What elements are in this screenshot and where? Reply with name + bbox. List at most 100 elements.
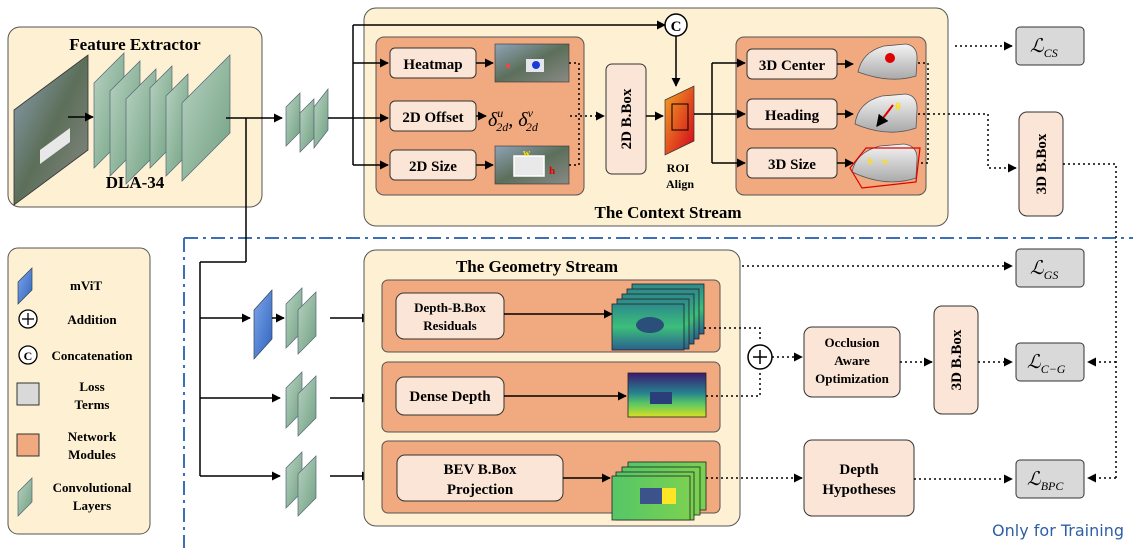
context-bbox-to-losses-dotted <box>1063 163 1117 483</box>
training-boundary <box>183 237 1133 548</box>
car-heading-image: θ <box>854 93 918 133</box>
geometry-conv-layers-2 <box>285 371 317 437</box>
svg-text:Dense Depth: Dense Depth <box>409 389 491 405</box>
feature-extractor-title: Feature Extractor <box>69 35 201 54</box>
svg-text:2D Offset: 2D Offset <box>402 110 463 126</box>
center-3d-box: 3D Center <box>746 48 838 80</box>
car-size-image: h w <box>849 143 921 189</box>
module-swatch <box>16 433 40 457</box>
bbox-3d-context-box: 3D B.Box <box>1018 111 1064 217</box>
svg-text:Optimization: Optimization <box>815 371 889 386</box>
bev-projection-box: BEV B.Box Projection <box>396 454 564 502</box>
car-center-image <box>857 43 918 80</box>
svg-text:Modules: Modules <box>68 447 116 462</box>
to-2d-bbox-dotted <box>569 62 605 166</box>
roi-to-3d-lines <box>694 58 746 168</box>
training-note: Only for Training <box>992 521 1124 540</box>
addition-icon <box>18 309 38 329</box>
heatmap-image <box>494 43 570 83</box>
bbox-3d-geometry-box: 3D B.Box <box>933 305 979 415</box>
svg-text:C: C <box>24 349 33 363</box>
head-output-arrows <box>476 58 494 170</box>
size-box: 2D Size <box>389 149 477 181</box>
addition-node <box>747 344 773 370</box>
legend-label-loss: Loss <box>79 379 104 394</box>
roi-align-block: ROI Align <box>664 85 695 191</box>
svg-text:h: h <box>549 165 555 177</box>
svg-text:ℒCS: ℒCS <box>1030 36 1058 60</box>
bev-maps-stack <box>611 461 707 521</box>
svg-text:2D B.Box: 2D B.Box <box>619 88 635 149</box>
feature-extractor-panel: Feature Extractor DLA-34 <box>7 26 263 208</box>
to-addition-dotted <box>704 327 761 397</box>
legend-label-modules: Network <box>68 429 117 444</box>
concatenation-node: C <box>664 13 688 37</box>
svg-text:Hypotheses: Hypotheses <box>822 482 896 498</box>
size-3d-box: 3D Size <box>746 147 838 179</box>
svg-text:θ: θ <box>895 101 901 113</box>
geometry-conv-layers-3 <box>285 451 317 517</box>
svg-text:ROI: ROI <box>667 161 690 175</box>
svg-text:Terms: Terms <box>75 397 110 412</box>
residual-maps-stack <box>611 283 705 351</box>
svg-text:Depth-B.Box: Depth-B.Box <box>414 300 486 315</box>
legend-panel: mViT Addition C Concatenation Loss Terms… <box>7 247 151 535</box>
svg-text:Aware: Aware <box>834 353 870 368</box>
geometry-branch-lines <box>199 118 281 481</box>
input-image <box>13 54 89 206</box>
heading-box: Heading <box>746 98 838 130</box>
svg-text:Align: Align <box>666 177 694 191</box>
svg-text:ℒBPC: ℒBPC <box>1027 469 1064 493</box>
legend-label-addition: Addition <box>67 312 117 327</box>
svg-text:ℒGS: ℒGS <box>1030 258 1058 282</box>
geometry-stream-title: The Geometry Stream <box>456 257 618 276</box>
loss-swatch <box>16 382 40 406</box>
svg-text:Layers: Layers <box>73 498 111 513</box>
context-stream-title: The Context Stream <box>595 203 742 222</box>
offset-box: 2D Offset <box>389 100 477 132</box>
geometry-conv-layers-1 <box>285 287 317 355</box>
svg-text:Heatmap: Heatmap <box>403 57 462 73</box>
svg-text:w: w <box>882 156 889 166</box>
svg-text:Occlusion: Occlusion <box>825 335 881 350</box>
context-branch-lines <box>328 20 666 170</box>
bbox-2d-box: 2D B.Box <box>605 63 647 175</box>
loss-cg-box: ℒC−G <box>1015 342 1085 382</box>
size-image: w h <box>494 145 570 185</box>
depth-hypotheses-box: Depth Hypotheses <box>803 439 915 517</box>
conv-icon <box>17 477 33 517</box>
loss-bpc-box: ℒBPC <box>1015 459 1085 499</box>
svg-text:Depth: Depth <box>839 462 879 478</box>
dla34-layers <box>93 52 231 185</box>
mvit-icon <box>17 267 33 305</box>
feature-map-layers <box>285 87 329 153</box>
concatenation-icon: C <box>18 345 38 365</box>
loss-cs-box: ℒCS <box>1015 26 1085 66</box>
loss-gs-box: ℒGS <box>1015 248 1085 288</box>
dense-depth-map <box>627 372 707 418</box>
svg-text:w: w <box>523 148 531 159</box>
svg-text:3D Size: 3D Size <box>768 157 816 173</box>
dense-depth-box: Dense Depth <box>395 376 505 416</box>
svg-text:ℒC−G: ℒC−G <box>1027 352 1066 376</box>
svg-text:3D Center: 3D Center <box>759 58 826 74</box>
cars-to-3d-bbox-dotted <box>918 62 1017 173</box>
legend-label-mvit: mViT <box>70 278 102 293</box>
legend-label-concatenation: Concatenation <box>52 348 134 363</box>
svg-text:3D B.Box: 3D B.Box <box>949 329 965 390</box>
svg-text:2D Size: 2D Size <box>409 159 457 175</box>
geometry-mvit-layer <box>253 289 273 360</box>
svg-text:Projection: Projection <box>447 482 514 498</box>
depth-bbox-residuals-box: Depth-B.Box Residuals <box>395 292 505 340</box>
occlusion-optimization-box: Occlusion Aware Optimization <box>803 326 901 398</box>
svg-text:3D B.Box: 3D B.Box <box>1034 133 1050 194</box>
heatmap-box: Heatmap <box>389 47 477 79</box>
svg-text:h: h <box>868 156 873 166</box>
3d-head-output-arrows <box>837 59 854 168</box>
svg-text:BEV B.Box: BEV B.Box <box>443 462 517 478</box>
backbone-label: DLA-34 <box>106 173 165 192</box>
